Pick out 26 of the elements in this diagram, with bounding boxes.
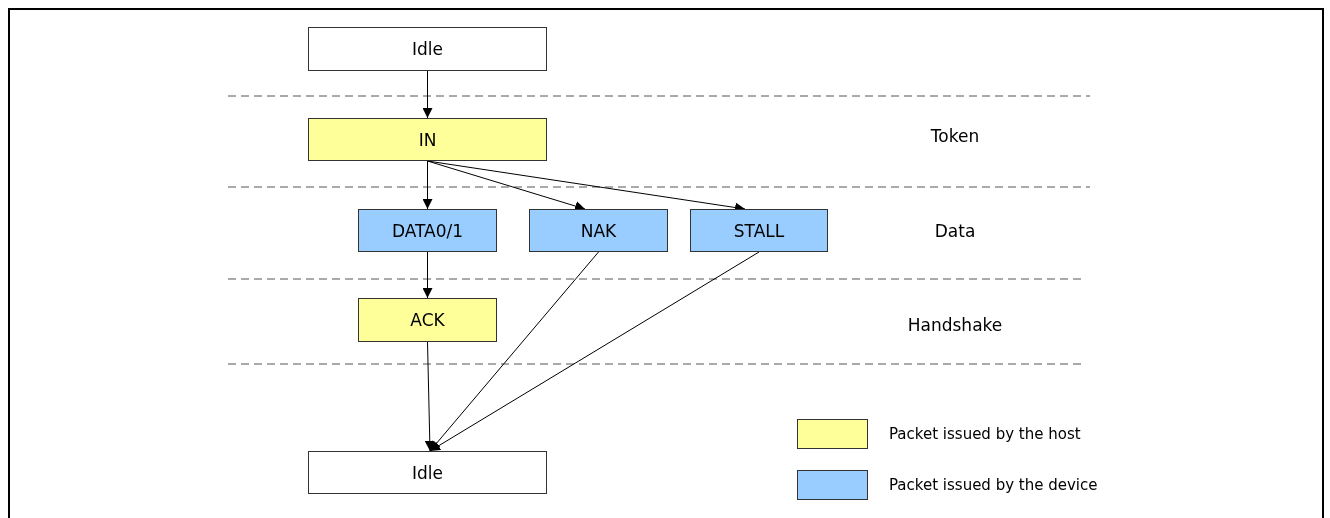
packet-box bbox=[358, 209, 497, 252]
arrow bbox=[429, 251, 599, 452]
packet-box bbox=[358, 298, 497, 342]
packet-label: DATA0/1 bbox=[391, 220, 464, 241]
packet-label: Idle bbox=[412, 39, 443, 59]
packet-label: Idle bbox=[412, 462, 443, 483]
arrow bbox=[422, 251, 433, 299]
packet-box bbox=[308, 27, 547, 71]
legend-text: Packet issued by the device bbox=[889, 476, 1098, 494]
arrow bbox=[422, 160, 433, 210]
packet-box bbox=[308, 451, 547, 494]
packet-box bbox=[308, 118, 547, 161]
arrow bbox=[422, 70, 433, 119]
packet-box bbox=[690, 209, 828, 252]
phase-label: Data bbox=[934, 221, 976, 241]
legend-text: Packet issued by the host bbox=[889, 425, 1081, 443]
phase-label: Token bbox=[930, 126, 980, 146]
packet-label: IN bbox=[418, 129, 437, 150]
packet-label: STALL bbox=[733, 220, 785, 241]
packet-box bbox=[529, 209, 668, 252]
packet-label: NAK bbox=[580, 220, 617, 241]
packet-label: ACK bbox=[410, 310, 445, 330]
arrow bbox=[424, 341, 435, 452]
phase-label: Handshake bbox=[907, 315, 1003, 335]
arrow bbox=[429, 251, 760, 452]
arrow bbox=[427, 160, 586, 211]
